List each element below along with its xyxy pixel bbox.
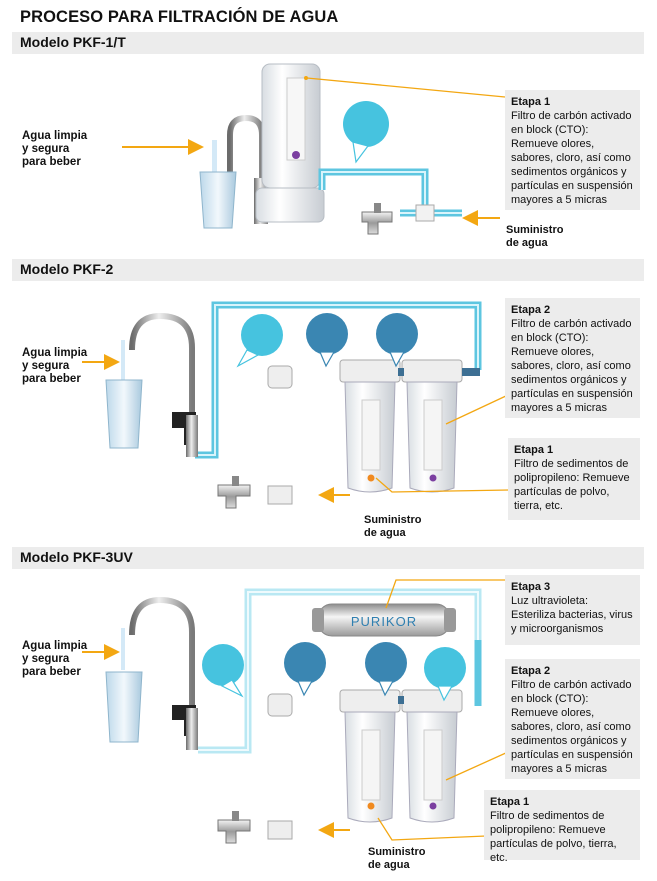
faucet-spout — [129, 596, 195, 705]
stage-1-pointer — [377, 817, 487, 841]
model-title: Modelo PKF-1/T — [20, 34, 126, 50]
supply-label: Suministro de agua — [506, 224, 564, 249]
section-2-diagram — [82, 301, 511, 509]
output-label: Agua limpia y segura para beber — [22, 130, 88, 168]
supply-valve — [217, 484, 251, 509]
water-drop-bubble — [202, 644, 244, 686]
section-3-diagram: PURIKOR — [82, 579, 509, 844]
stage-panel: Etapa 2 Filtro de carbón activado en blo… — [505, 659, 640, 779]
stage-title: Etapa 3 — [511, 581, 551, 593]
filter-head-1 — [339, 689, 401, 713]
water-drop-bubble — [424, 647, 466, 689]
supply-valve — [361, 211, 393, 235]
stage-description: Filtro de sedimentos de polipropileno: R… — [514, 458, 630, 512]
stage-2-pointer — [445, 394, 509, 425]
stage-panel: Etapa 3 Luz ultravioleta: Esteriliza bac… — [505, 575, 640, 645]
filter-base — [255, 187, 325, 223]
uv-brand-text: PURIKOR — [351, 614, 417, 629]
output-label: Agua limpia y segura para beber — [22, 347, 88, 385]
water-glass — [105, 671, 143, 743]
outlet-pipe — [318, 168, 429, 213]
stage-description: Filtro de carbón activado en block (CTO)… — [511, 110, 633, 206]
page-title: PROCESO PARA FILTRACIÓN DE AGUA — [20, 8, 339, 26]
water-drop-bubble — [306, 313, 348, 355]
filter-head-1 — [339, 359, 401, 383]
model-title: Modelo PKF-2 — [20, 261, 114, 277]
faucet-spout — [227, 114, 265, 200]
water-drop-bubble — [284, 642, 326, 684]
water-glass — [199, 171, 237, 229]
water-drop-bubble — [241, 314, 283, 356]
water-drop-bubble — [343, 101, 389, 147]
stage-title: Etapa 1 — [490, 796, 530, 808]
supply-valve — [217, 819, 251, 844]
model-header-pkf-1t: Modelo PKF-1/T — [12, 32, 644, 54]
supply-label: Suministro de agua — [368, 846, 426, 871]
model-title: Modelo PKF-3UV — [20, 549, 133, 565]
stage-description: Luz ultravioleta: Esteriliza bacterias, … — [511, 595, 633, 635]
water-drop-bubble — [376, 313, 418, 355]
supply-label: Suministro de agua — [364, 514, 422, 539]
water-glass — [105, 379, 143, 449]
stage-panel: Etapa 1 Filtro de sedimentos de poliprop… — [484, 790, 640, 864]
stage-description: Filtro de carbón activado en block (CTO)… — [511, 318, 633, 414]
section-1-diagram — [122, 63, 506, 235]
stage-pointer — [306, 77, 506, 98]
water-drop-bubble — [365, 642, 407, 684]
stage-title: Etapa 1 — [514, 444, 554, 456]
model-header-pkf-2: Modelo PKF-2 — [12, 259, 644, 281]
stage-1-pointer — [375, 477, 511, 493]
stage-panel: Etapa 1 Filtro de carbón activado en blo… — [505, 90, 640, 210]
stage-3-pointer — [385, 579, 507, 609]
stage-panel: Etapa 2 Filtro de carbón activado en blo… — [505, 298, 640, 418]
stage-panel: Etapa 1 Filtro de sedimentos de poliprop… — [508, 438, 640, 520]
output-label: Agua limpia y segura para beber — [22, 640, 88, 678]
model-header-pkf-3uv: Modelo PKF-3UV — [12, 547, 644, 569]
stage-description: Filtro de carbón activado en block (CTO)… — [511, 679, 633, 775]
faucet-spout — [129, 312, 195, 415]
stage-2-pointer — [445, 751, 509, 781]
filter-head-2 — [401, 359, 463, 383]
stage-title: Etapa 2 — [511, 304, 551, 316]
stage-title: Etapa 1 — [511, 96, 551, 108]
stage-title: Etapa 2 — [511, 665, 551, 677]
stage-description: Filtro de sedimentos de polipropileno: R… — [490, 810, 617, 864]
filter-head-2 — [401, 689, 463, 713]
